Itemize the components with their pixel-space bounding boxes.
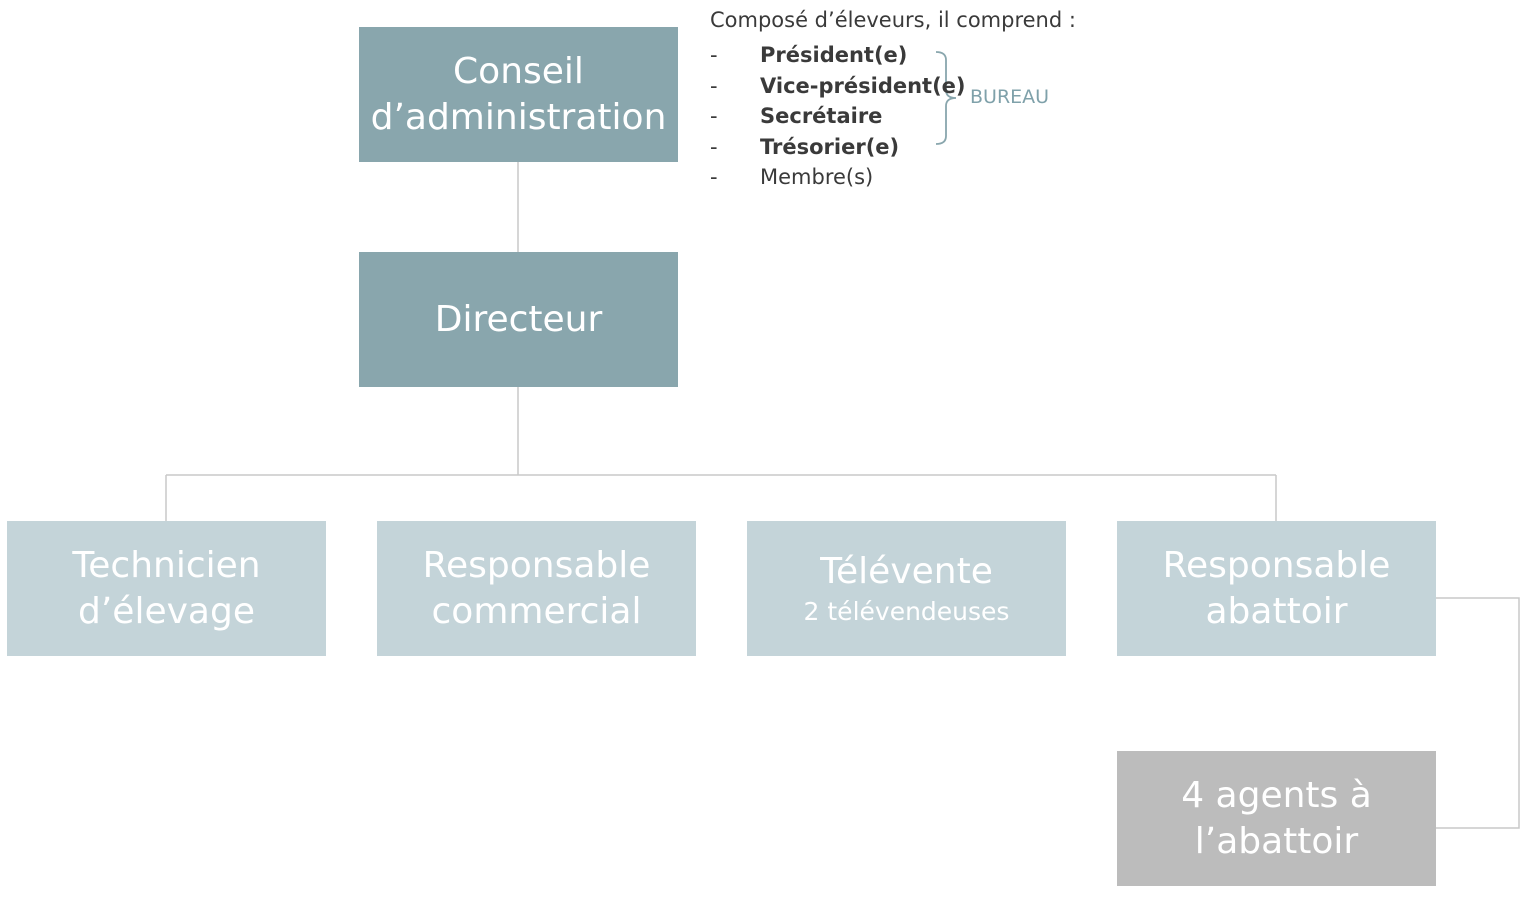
composition-item: - Trésorier(e) [710,132,966,163]
list-dash: - [710,73,718,98]
director-box: Directeur [359,252,678,387]
board-title-line2: d’administration [370,96,667,138]
agents-line1: 4 agents à [1181,774,1372,816]
commercial-box: Responsable commercial [377,521,696,656]
composition-item: - Membre(s) [710,162,966,193]
technicien-line2: d’élevage [78,590,255,632]
member-vice-president: Vice-président(e) [760,73,966,98]
composition-list: - Président(e) - Vice-président(e) - Secrét… [710,40,966,193]
director-title: Directeur [434,298,603,340]
board-title-line1: Conseil [453,50,584,92]
composition-item: - Président(e) [710,40,966,71]
board-box: Conseil d’administration [359,27,678,162]
composition-item: - Vice-président(e) [710,71,966,102]
list-dash: - [710,165,718,189]
composition-item: - Secrétaire [710,101,966,132]
agents-line2: l’abattoir [1194,820,1359,862]
televente-box: Télévente 2 télévendeuses [747,521,1066,656]
composition-intro: Composé d’éleveurs, il comprend : [710,8,1076,32]
member-secretaire: Secrétaire [760,104,883,128]
televente-line2: 2 télévendeuses [803,596,1010,626]
member-president: Président(e) [760,43,908,67]
technicien-line1: Technicien [72,544,261,586]
agents-box: 4 agents à l’abattoir [1117,751,1436,886]
abattoir-line2: abattoir [1205,590,1348,632]
member-tresorier: Trésorier(e) [760,134,900,159]
list-dash: - [710,134,718,159]
bureau-label: BUREAU [970,86,1050,108]
technicien-box: Technicien d’élevage [7,521,326,656]
list-dash: - [710,43,718,67]
commercial-line2: commercial [431,590,642,632]
list-dash: - [710,104,718,128]
televente-line1: Télévente [820,550,993,592]
abattoir-box: Responsable abattoir [1117,521,1436,656]
connector-abattoir-agents [1436,597,1520,829]
abattoir-line1: Responsable [1162,544,1391,586]
commercial-line1: Responsable [422,544,651,586]
bureau-brace [935,51,957,145]
member-membres: Membre(s) [760,165,874,189]
